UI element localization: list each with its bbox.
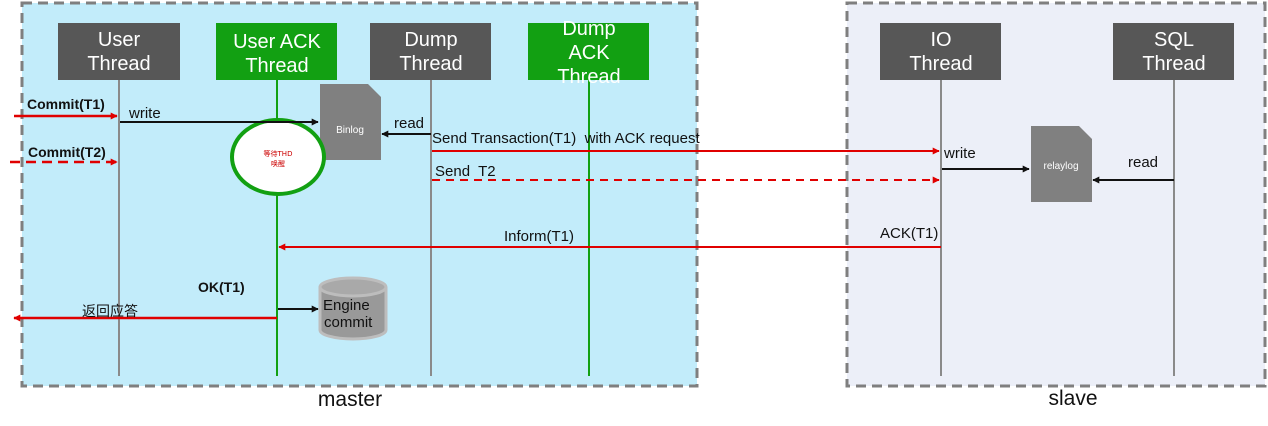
slave-label: slave [1048,387,1097,410]
svg-text:Binlog: Binlog [336,125,364,136]
inform-t1-label: Inform(T1) [504,228,574,245]
svg-text:commit: commit [324,314,373,331]
svg-text:relaylog: relaylog [1043,161,1078,172]
svg-text:Thread: Thread [1142,53,1205,75]
svg-text:Thread: Thread [87,53,150,75]
svg-text:Engine: Engine [323,297,370,314]
svg-text:唤醒: 唤醒 [271,159,285,168]
write-relaylog-label: write [943,145,976,162]
write-binlog-label: write [128,105,161,122]
svg-text:Dump: Dump [404,29,457,51]
svg-text:User: User [98,29,141,51]
io-thread-header: IO Thread [880,23,1001,80]
dump-ack-thread-header: Dump ACK Thread [528,18,649,88]
svg-text:Thread: Thread [245,55,308,77]
user-ack-thread-header: User ACK Thread [216,23,337,80]
dump-thread-header: Dump Thread [370,23,491,80]
ok-t1-label: OK(T1) [198,279,245,295]
relaylog-file: relaylog [1031,126,1092,202]
wait-thd-wakeup-circle: 等待THD 唤醒 [230,118,326,196]
svg-text:User ACK: User ACK [233,31,321,53]
svg-text:Thread: Thread [399,53,462,75]
send-t1-label: Send Transaction(T1) with ACK request [432,130,700,147]
svg-text:SQL: SQL [1154,29,1194,51]
commit-t1-label: Commit(T1) [27,96,105,112]
master-label: master [318,388,382,411]
svg-text:IO: IO [930,29,951,51]
svg-text:Thread: Thread [557,66,620,88]
send-t2-label: Send T2 [435,163,496,180]
commit-t2-label: Commit(T2) [28,144,106,160]
user-thread-header: User Thread [58,23,180,80]
svg-text:Thread: Thread [909,53,972,75]
engine-commit-db: Engine commit [318,276,388,341]
sql-thread-header: SQL Thread [1113,23,1234,80]
read-binlog-label: read [394,115,424,132]
reply-label: 返回应答 [82,303,138,319]
svg-text:等待THD: 等待THD [264,149,293,158]
svg-text:Dump: Dump [562,18,615,40]
svg-text:ACK: ACK [568,42,610,64]
ack-t1-label: ACK(T1) [880,225,938,242]
binlog-file: Binlog [320,84,381,160]
read-relaylog-label: read [1128,154,1158,171]
